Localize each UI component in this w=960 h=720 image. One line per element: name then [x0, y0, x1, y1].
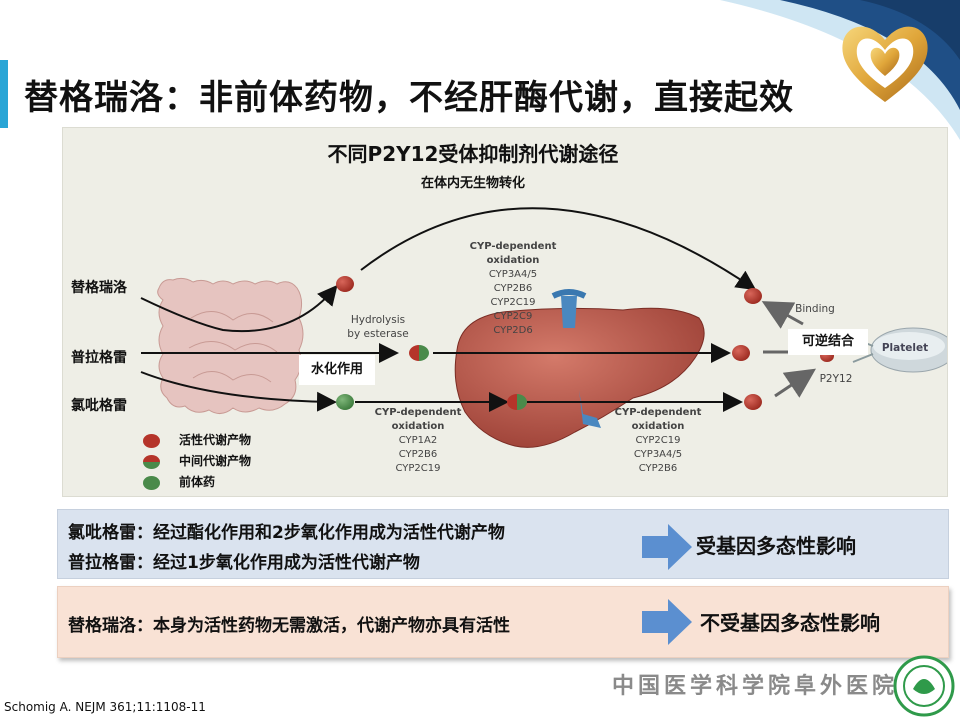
clopidogrel-intermediate-dot	[507, 394, 527, 410]
legend-active-label: 活性代谢产物	[179, 433, 252, 447]
legend-prodrug-swatch	[143, 476, 160, 490]
right-arrow-icon	[642, 599, 692, 645]
intestine-icon	[157, 277, 304, 414]
hospital-emblem-icon	[893, 655, 955, 717]
no-genetic-effect-label: 不受基因多态性影响	[700, 611, 880, 635]
summary-box-no-genetic: 替格瑞洛：本身为活性药物无需激活，代谢产物亦具有活性 不受基因多态性影响	[57, 586, 949, 658]
clopidogrel-active-dot	[744, 394, 762, 410]
ticagrelor-summary: 替格瑞洛：本身为活性药物无需激活，代谢产物亦具有活性	[68, 616, 510, 636]
hydrolysis-label: Hydrolysis by esterase	[347, 314, 409, 340]
diagram-title: 不同P2Y12受体抑制剂代谢途径	[327, 142, 619, 166]
platelet-label: Platelet	[881, 342, 929, 354]
hydrolysis-zh-label: 水化作用	[299, 355, 375, 385]
cyp-top-enzymes: CYP3A4/5 CYP2B6 CYP2C19 CYP2C9 CYP2D6	[488, 269, 538, 336]
legend-intermediate-label: 中间代谢产物	[179, 454, 252, 468]
receptor-label: P2Y12	[819, 373, 853, 385]
cyp-top-header: CYP-dependent oxidation	[469, 241, 557, 266]
label-ticagrelor: 替格瑞洛	[71, 280, 127, 296]
no-biotransformation-arc	[360, 207, 757, 291]
summary-box-genetic: 氯吡格雷：经过酯化作用和2步氧化作用成为活性代谢产物 普拉格雷：经过1步氧化作用…	[57, 509, 949, 579]
heart-ribbon-logo-icon	[842, 26, 928, 102]
ticagrelor-intestine-arrow	[140, 284, 338, 333]
platelet-icon	[852, 327, 947, 373]
liver-icon	[454, 289, 705, 448]
cyp-bottom-right-group: CYP-dependent oxidation CYP2C19 CYP3A4/5…	[603, 406, 713, 476]
clopidogrel-summary: 氯吡格雷：经过酯化作用和2步氧化作用成为活性代谢产物	[68, 523, 505, 543]
binding-label: Binding	[795, 303, 835, 315]
prasugrel-active-dot	[732, 345, 750, 361]
prasugrel-intermediate-dot	[409, 345, 429, 361]
prasugrel-summary: 普拉格雷：经过1步氧化作用成为活性代谢产物	[68, 553, 420, 573]
slide-title: 替格瑞洛：非前体药物，不经肝酶代谢，直接起效	[24, 78, 794, 118]
title-accent-bar	[0, 60, 8, 128]
citation: Schomig A. NEJM 361;11:1108-11	[4, 700, 206, 714]
cyp-bottom-right-header: CYP-dependent oxidation	[614, 407, 702, 432]
legend-prodrug-label: 前体药	[179, 475, 216, 489]
label-prasugrel: 普拉格雷	[71, 350, 127, 366]
ticagrelor-active-dot	[336, 276, 354, 292]
cyp-bottom-left-enzymes: CYP1A2 CYP2B6 CYP2C19	[395, 435, 441, 474]
binding-arrow-top	[761, 301, 804, 329]
cyp-bottom-left-group: CYP-dependent oxidation CYP1A2 CYP2B6 CY…	[363, 406, 473, 476]
hospital-name: 中国医学科学院阜外医院	[612, 673, 899, 699]
genetic-effect-label: 受基因多态性影响	[696, 534, 856, 558]
ticagrelor-bound-dot	[744, 288, 762, 304]
reversible-binding-label: 可逆结合	[788, 329, 868, 355]
legend-intermediate-swatch	[143, 455, 160, 469]
legend-active-swatch	[143, 434, 160, 448]
binding-arrow-bottom	[774, 368, 816, 398]
cyp-bottom-left-header: CYP-dependent oxidation	[374, 407, 462, 432]
right-arrow-icon	[642, 524, 692, 570]
clopidogrel-prodrug-dot	[336, 394, 354, 410]
clopidogrel-arrow	[140, 371, 337, 412]
cyp-top-group: CYP-dependent oxidation CYP3A4/5 CYP2B6 …	[453, 240, 573, 338]
metabolism-diagram: 不同P2Y12受体抑制剂代谢途径 在体内无生物转化 替格瑞洛 普拉格雷 氯吡格雷…	[62, 127, 948, 497]
diagram-subtitle: 在体内无生物转化	[420, 176, 525, 191]
cyp-bottom-right-enzymes: CYP2C19 CYP3A4/5 CYP2B6	[633, 435, 683, 474]
label-clopidogrel: 氯吡格雷	[71, 398, 127, 414]
